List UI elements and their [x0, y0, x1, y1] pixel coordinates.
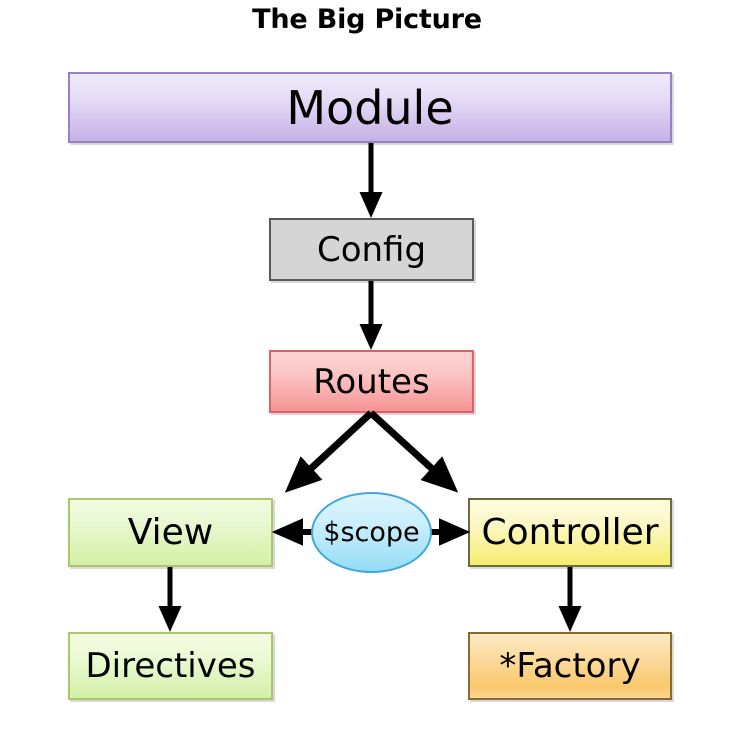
node-controller[interactable]: Controller — [468, 498, 672, 567]
page-title: The Big Picture — [252, 4, 482, 35]
node-scope[interactable]: $scope — [311, 492, 432, 573]
node-module[interactable]: Module — [68, 72, 672, 143]
arrow-routes-to-controller — [368, 410, 459, 493]
node-config[interactable]: Config — [269, 218, 474, 281]
node-factory[interactable]: *Factory — [468, 632, 672, 700]
node-routes[interactable]: Routes — [269, 350, 474, 413]
arrow-routes-to-view — [284, 410, 374, 493]
node-view[interactable]: View — [68, 498, 273, 567]
node-directives[interactable]: Directives — [68, 632, 273, 700]
